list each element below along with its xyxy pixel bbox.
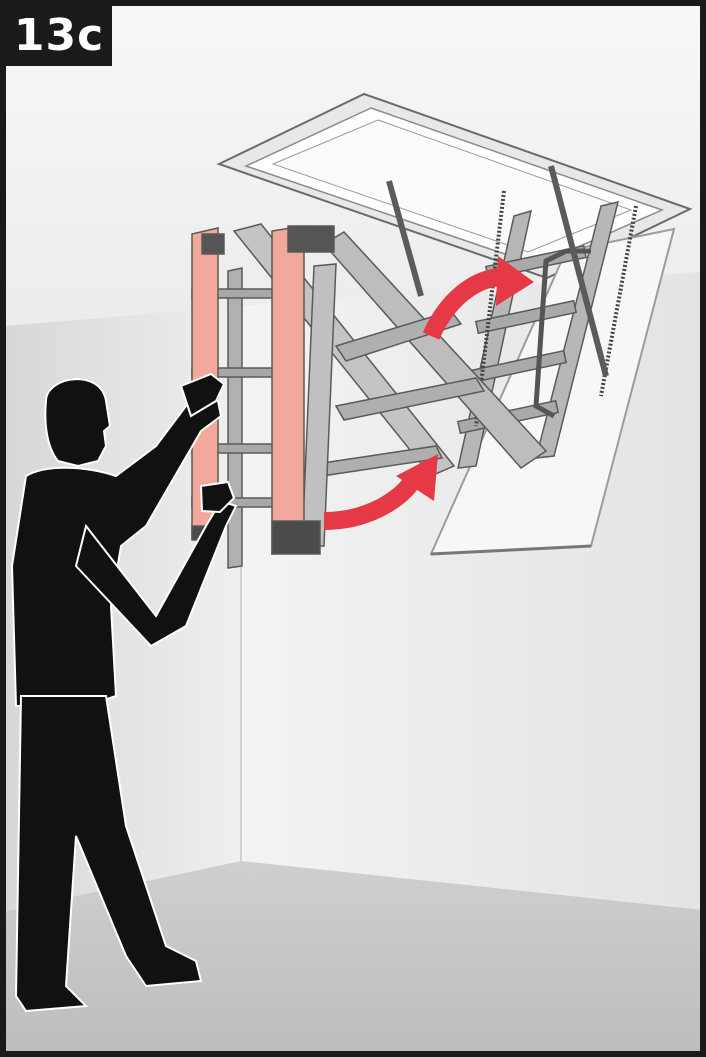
step-number-badge: 13c <box>6 6 112 66</box>
loft-ladder-scene <box>6 6 706 1057</box>
